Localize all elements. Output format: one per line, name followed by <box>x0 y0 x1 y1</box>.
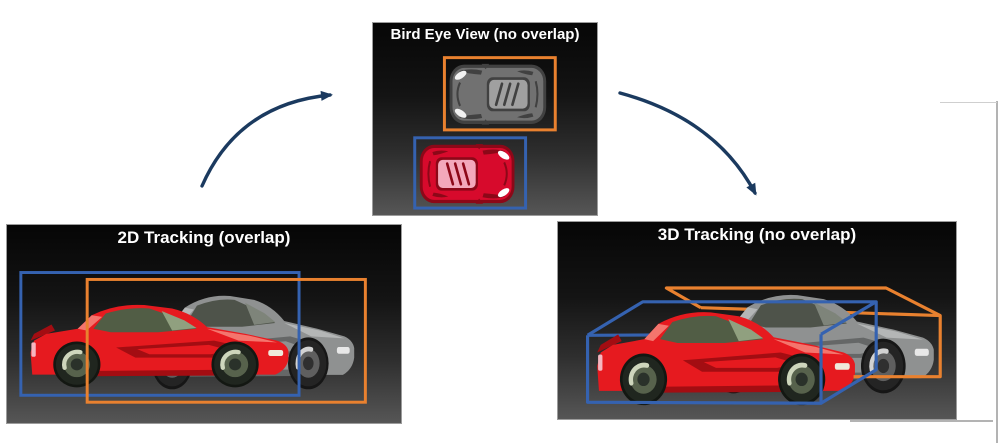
bev-bbox-gray-car <box>442 56 557 132</box>
gray-car-top-view <box>449 63 547 125</box>
2d-tracking-art <box>19 271 367 404</box>
3d-tracking-art <box>586 286 942 419</box>
2d-tracking-title: 2D Tracking (overlap) <box>117 228 291 247</box>
arrow-birdeye-to-3d <box>618 91 757 196</box>
slide-edge-top-line <box>940 102 997 103</box>
arrow-2d-to-birdeye <box>200 90 333 188</box>
bev-bbox-red-car <box>413 136 528 210</box>
3d-bbox-gray-car <box>664 286 942 379</box>
slide-edge-bottom-line <box>850 420 993 422</box>
slide-edge-vertical-line <box>996 101 998 443</box>
panel-3d-tracking: 3D Tracking (no overlap) <box>557 221 957 420</box>
2d-bbox-red-car <box>19 271 301 397</box>
panel-2d-tracking: 2D Tracking (overlap) <box>6 224 402 424</box>
3d-tracking-title: 3D Tracking (no overlap) <box>657 225 857 244</box>
2d-bbox-gray-car <box>85 277 367 404</box>
bird-eye-view-art <box>413 56 557 210</box>
3d-bbox-red-car <box>586 300 878 405</box>
panel-bird-eye-view: Bird Eye View (no overlap) <box>372 22 598 216</box>
red-car-top-view <box>419 144 515 204</box>
bird-eye-view-title: Bird Eye View (no overlap) <box>390 26 580 43</box>
